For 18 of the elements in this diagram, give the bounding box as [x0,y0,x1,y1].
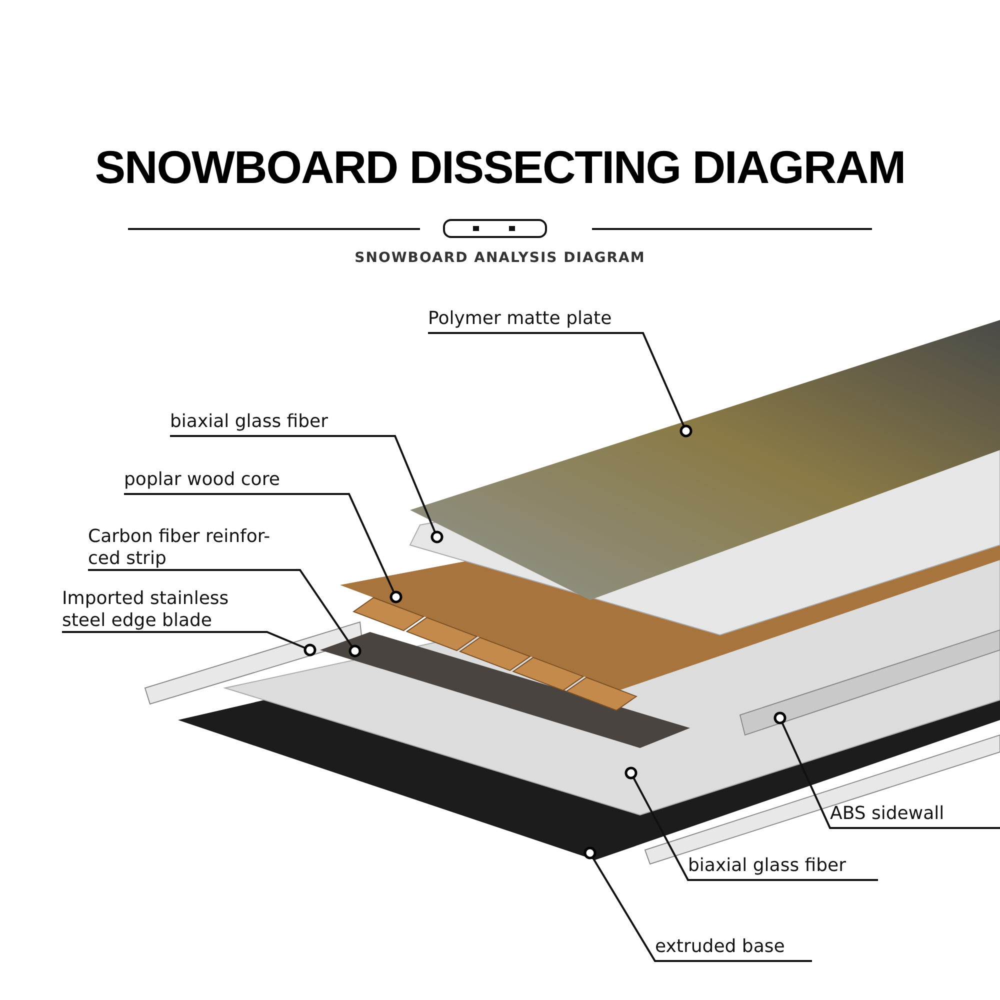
part-label: Imported stainless steel edge blade [62,588,267,632]
leader-line [88,569,362,658]
leader-line [774,712,1000,829]
part-label: poplar wood core [124,466,349,494]
subtitle: SNOWBOARD ANALYSIS DIAGRAM [354,250,646,266]
leader-line [124,493,402,604]
part-label: Polymer matte plate [428,305,643,333]
leader-line [584,846,812,962]
part-label: biaxial glass fiber [688,852,878,880]
title: SNOWBOARD DISSECTING DIAGRAM [94,140,906,194]
leader-line [62,631,316,656]
leader-line [624,766,878,881]
part-label: ABS sidewall [830,800,1000,828]
part-label: extruded base [655,933,812,961]
part-label: biaxial glass fiber [170,408,395,436]
leader-line [428,332,692,438]
part-label: Carbon fiber reinfor- ced strip [88,526,300,570]
leader-line [170,435,444,544]
